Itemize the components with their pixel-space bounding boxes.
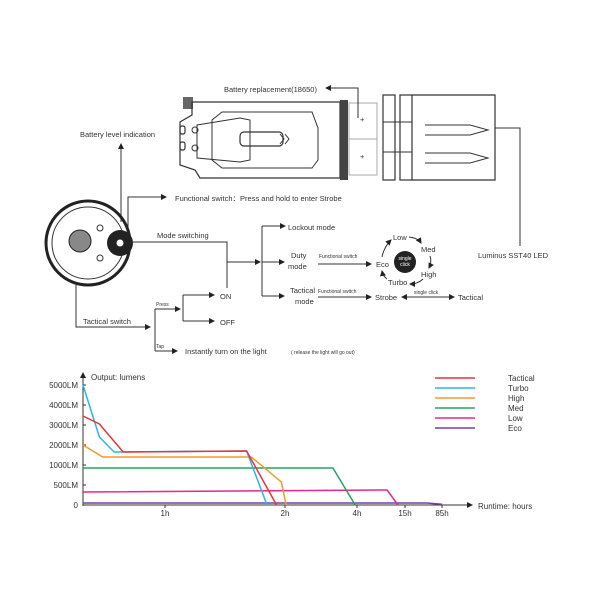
functional-switch-small-label-2: Functional switch [318,289,357,295]
cycle-high: High [421,270,436,279]
y-tick-label: 5000LM [49,381,78,390]
legend-label: Med [508,404,524,413]
on-label: ON [220,292,231,301]
tactical-switch-label: Tactical switch [83,317,131,326]
battery-plus: + [360,115,365,124]
tap-label: Tap [156,344,164,350]
y-tick-label: 4000LM [49,401,78,410]
series-line-low [82,489,399,506]
led-label: Luminus SST40 LED [478,251,549,260]
y-tick-label: 2000LM [49,441,78,450]
mode-cycle: single click Low Med High Turbo Eco [376,233,436,287]
x-axis-label: Runtime: hours [478,502,532,511]
runtime-chart: Output: lumens Runtime: hours 0 500LM 1000… [49,372,535,518]
tailcap-end-view-illustration [44,199,133,287]
y-tick-label: 500LM [54,481,79,490]
off-label: OFF [220,318,235,327]
y-tick-label: 1000LM [49,461,78,470]
strobe-label: Strobe [375,293,397,302]
mode-switching-label: Mode switching [157,231,209,240]
y-tick-label: 3000LM [49,421,78,430]
y-axis-label: Output: lumens [91,373,145,382]
single-click-text-2: click [400,262,410,268]
legend-label: Low [508,414,523,423]
lockout-mode-label: Lockout mode [288,223,335,232]
series-line-med [83,467,356,506]
tactical-mode-label-2: mode [295,297,314,306]
duty-mode-label: Duty [291,251,307,260]
x-tick-label: 1h [161,509,170,518]
x-tick-label: 85h [435,509,448,518]
series-line-tactical [82,415,278,506]
functional-switch-small-label: Functional switch [319,254,358,260]
legend-label: Turbo [508,384,529,393]
series-line-turbo [82,384,268,506]
battery-cells-illustration: + + [348,102,378,176]
cycle-turbo: Turbo [388,278,407,287]
cycle-eco: Eco [376,260,389,269]
battery-replacement-label: Battery replacement(18650) [224,85,317,94]
x-tick-label: 2h [281,509,290,518]
cycle-low: Low [393,233,407,242]
single-click-text: single [398,256,411,262]
single-click-label: single click [414,290,439,296]
battery-plus: + [360,152,365,161]
y-tick-label: 0 [74,501,79,510]
series-line-eco [83,502,443,505]
series-line-high [82,444,287,506]
tactical-label: Tactical [458,293,483,302]
x-tick-label: 4h [353,509,362,518]
instant-on-note: ( release the light will go out) [291,350,355,356]
press-label: Press [156,302,169,308]
x-tick-label: 15h [398,509,411,518]
functional-switch-label: Functional switch：Press and hold to ente… [175,194,342,203]
flashlight-body-illustration [179,97,348,180]
legend-label: Tactical [508,374,535,383]
battery-level-label: Battery level indication [80,130,155,139]
duty-mode-label-2: mode [288,262,307,271]
flashlight-head-illustration [382,94,496,181]
legend-label: Eco [508,424,522,433]
tactical-mode-label: Tactical [290,286,315,295]
single-click-badge [394,251,416,273]
instant-on-label: Instantly turn on the light [185,347,268,356]
legend-label: High [508,394,524,403]
cycle-med: Med [421,245,436,254]
